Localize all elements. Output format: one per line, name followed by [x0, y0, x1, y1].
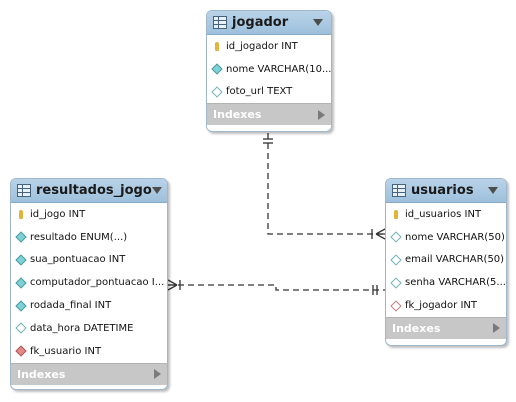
table-title-jogador: jogador — [232, 15, 289, 30]
column-label: email VARCHAR(50) — [405, 254, 505, 266]
column-row[interactable]: id_jogador INT — [207, 35, 331, 58]
column-label: fk_jogador INT — [405, 300, 477, 312]
column-label: foto_url TEXT — [226, 86, 293, 98]
collapse-arrow-icon[interactable] — [151, 187, 162, 194]
column-row[interactable]: data_hora DATETIME — [11, 317, 167, 340]
table-icon — [17, 184, 31, 197]
table-title-usuarios: usuarios — [411, 183, 474, 198]
table-resultados-jogo[interactable]: resultados_jogo id_jogo INT resultado EN… — [10, 178, 168, 390]
relationship-line-jogador-usuarios — [267, 133, 385, 235]
column-label: id_jogador INT — [226, 40, 298, 52]
column-diamond-icon — [15, 231, 27, 243]
column-row[interactable]: foto_url TEXT — [207, 81, 331, 104]
foreign-key-diamond-icon-hollow — [390, 299, 402, 312]
column-row[interactable]: resultado ENUM(...) — [11, 226, 167, 249]
column-row[interactable]: nome VARCHAR(50) — [386, 226, 506, 249]
nullable-column-diamond-icon — [390, 254, 402, 266]
column-diamond-icon — [15, 254, 27, 266]
column-label: id_jogo INT — [30, 208, 86, 220]
column-row[interactable]: fk_jogador INT — [386, 294, 506, 317]
column-row[interactable]: email VARCHAR(50) — [386, 249, 506, 272]
column-row[interactable]: sua_pontuacao INT — [11, 249, 167, 272]
expand-indexes-icon[interactable] — [493, 323, 500, 334]
column-row[interactable]: computador_pontuacao I... — [11, 271, 167, 294]
many-marker-resultados-crowfoot — [167, 279, 178, 291]
column-diamond-icon — [15, 277, 27, 289]
column-row[interactable]: senha VARCHAR(5... — [386, 271, 506, 294]
column-diamond-icon — [211, 63, 223, 75]
table-title-resultados-jogo: resultados_jogo — [36, 183, 152, 198]
column-label: senha VARCHAR(5... — [405, 277, 506, 289]
column-diamond-icon — [15, 299, 27, 312]
indexes-label: Indexes — [213, 108, 262, 122]
indexes-bar-jogador[interactable]: Indexes — [207, 103, 331, 126]
column-label: fk_usuario INT — [30, 345, 102, 357]
indexes-label: Indexes — [392, 321, 441, 335]
table-header-resultados-jogo[interactable]: resultados_jogo — [11, 179, 167, 203]
collapse-arrow-icon[interactable] — [313, 19, 323, 26]
primary-key-icon — [16, 209, 26, 219]
table-header-jogador[interactable]: jogador — [207, 11, 331, 35]
table-header-usuarios[interactable]: usuarios — [386, 179, 506, 203]
column-row[interactable]: fk_usuario INT — [11, 340, 167, 363]
table-usuarios[interactable]: usuarios id_usuarios INT nome VARCHAR(50… — [385, 178, 507, 346]
column-label: nome VARCHAR(50) — [405, 231, 505, 243]
column-label: rodada_final INT — [30, 300, 112, 312]
column-row[interactable]: rodada_final INT — [11, 294, 167, 317]
primary-key-icon — [391, 209, 401, 219]
table-jogador[interactable]: jogador id_jogador INT nome VARCHAR(10..… — [206, 10, 332, 132]
table-icon — [392, 184, 406, 197]
collapse-arrow-icon[interactable] — [488, 187, 498, 194]
nullable-column-diamond-icon — [390, 277, 402, 289]
nullable-column-diamond-icon — [390, 231, 402, 243]
column-row[interactable]: nome VARCHAR(10... — [207, 58, 331, 81]
expand-indexes-icon[interactable] — [318, 109, 325, 120]
column-row[interactable]: id_jogo INT — [11, 203, 167, 226]
column-label: computador_pontuacao I... — [30, 277, 165, 289]
many-marker-usuarios-crowfoot — [375, 228, 386, 240]
expand-indexes-icon[interactable] — [154, 369, 161, 380]
column-row[interactable]: id_usuarios INT — [386, 203, 506, 226]
primary-key-icon — [212, 41, 222, 51]
column-label: id_usuarios INT — [405, 208, 482, 220]
table-icon — [213, 16, 227, 29]
nullable-column-diamond-icon — [15, 322, 27, 335]
indexes-label: Indexes — [17, 367, 66, 381]
column-label: sua_pontuacao INT — [30, 254, 126, 266]
column-label: resultado ENUM(...) — [30, 231, 128, 243]
column-label: data_hora DATETIME — [30, 322, 134, 334]
relationship-line-resultados-usuarios — [168, 284, 385, 291]
indexes-bar-usuarios[interactable]: Indexes — [386, 316, 506, 339]
foreign-key-diamond-icon — [15, 345, 27, 357]
column-label: nome VARCHAR(10... — [226, 63, 331, 75]
nullable-column-diamond-icon — [211, 86, 223, 98]
indexes-bar-resultados-jogo[interactable]: Indexes — [11, 362, 167, 385]
